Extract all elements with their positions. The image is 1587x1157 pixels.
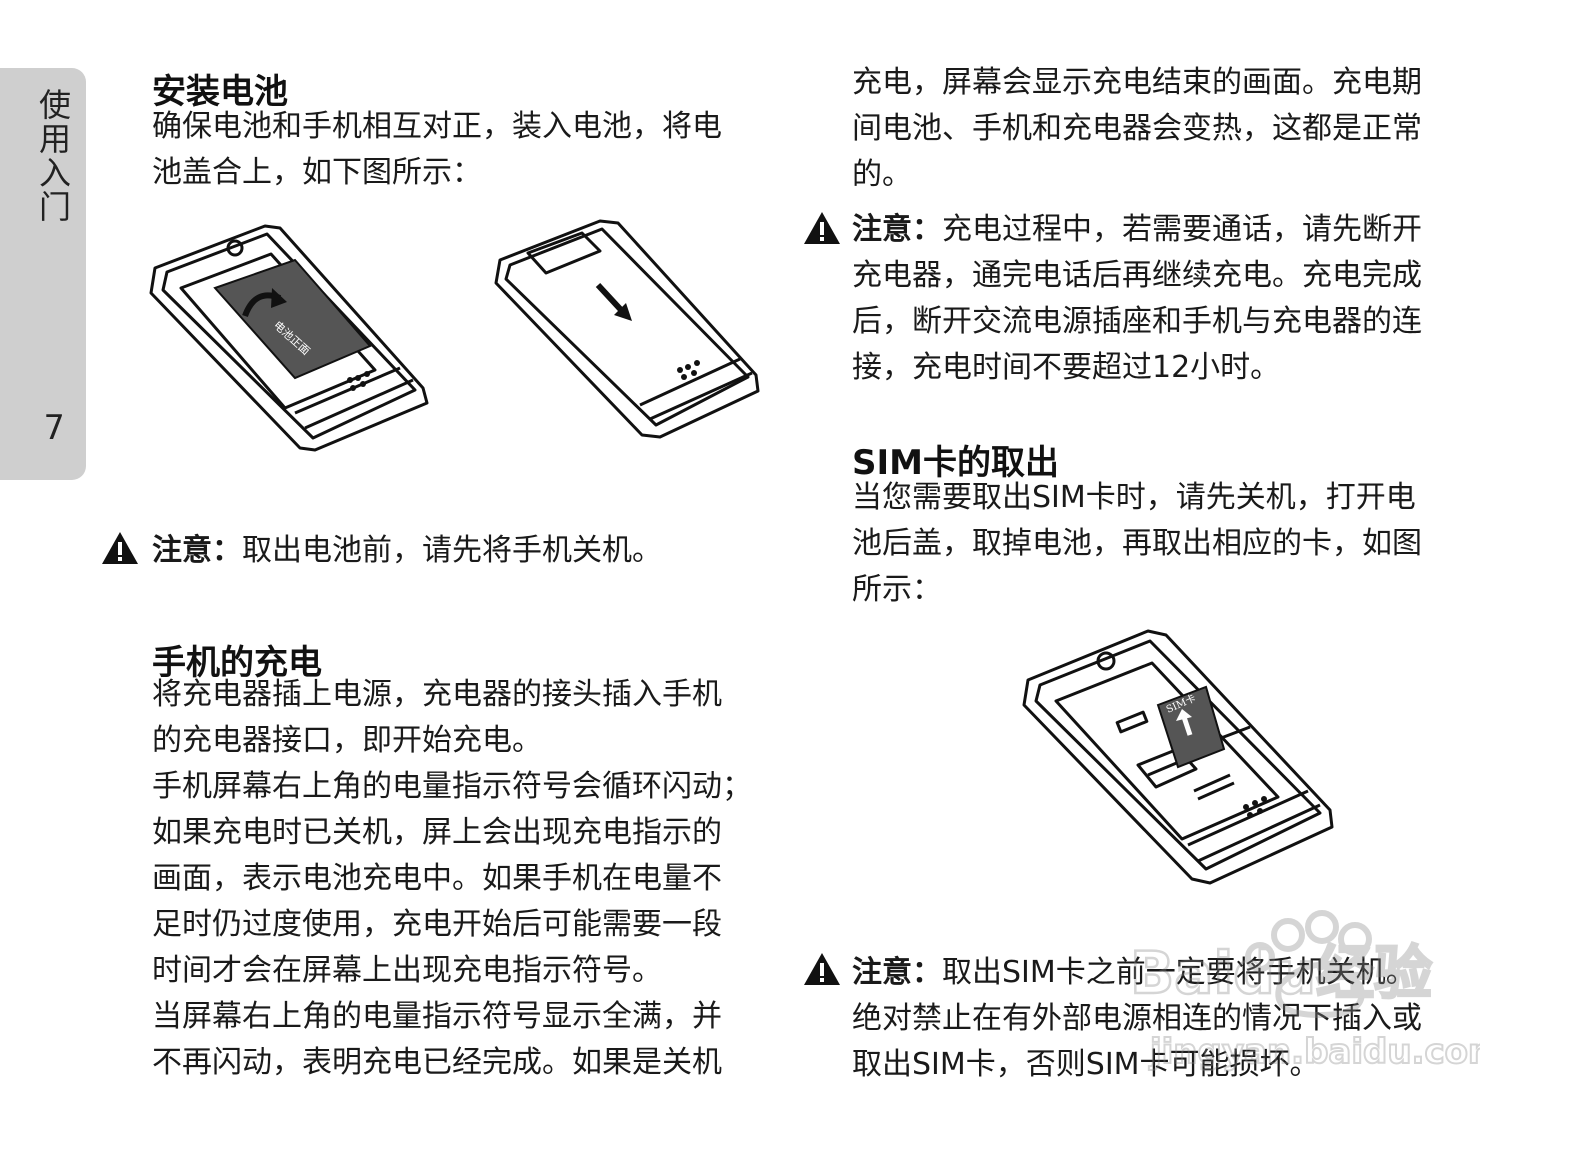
note-charging-call: 注意：充电过程中，若需要通话，请先断开 充电器，通完电话后再继续充电。充电完成 … xyxy=(852,207,1422,391)
phone-cover-close-illustration xyxy=(494,219,760,439)
chapter-title: 使用入门 xyxy=(34,88,72,224)
text-line: 当屏幕右上角的电量指示符号显示全满，并 xyxy=(152,999,722,1034)
text-line: 足时仍过度使用，充电开始后可能需要一段 xyxy=(152,907,722,942)
chapter-tab: 使用入门 7 xyxy=(0,68,86,480)
text-line: 确保电池和手机相互对正，装入电池，将电 xyxy=(152,109,722,144)
watermark-url: jingyan.baidu.com xyxy=(1148,1032,1480,1072)
text-line: 的。 xyxy=(852,157,912,192)
text-line: 如果充电时已关机，屏上会出现充电指示的 xyxy=(152,815,722,850)
text-line: 取出SIM卡，否则SIM卡可能损坏。 xyxy=(852,1047,1320,1082)
text-line: 绝对禁止在有外部电源相连的情况下插入或 xyxy=(852,1001,1422,1036)
text-line: 时间才会在屏幕上出现充电指示符号。 xyxy=(152,953,662,988)
text-line: 不再闪动，表明充电已经完成。如果是关机 xyxy=(152,1045,722,1080)
note-power-off: 注意：取出电池前，请先将手机关机。 xyxy=(152,528,662,574)
phone-battery-insert-illustration: 电池正面 xyxy=(149,224,429,452)
warning-icon xyxy=(804,212,840,244)
text-line: 所示： xyxy=(852,572,942,607)
note-sim-power-off: 注意：取出SIM卡之前一定要将手机关机。 绝对禁止在有外部电源相连的情况下插入或… xyxy=(852,950,1422,1088)
install-battery-heading: 安装电池 xyxy=(152,72,288,112)
note-label: 注意： xyxy=(152,533,242,568)
text-line: 充电，屏幕会显示充电结束的画面。充电期 xyxy=(852,65,1422,100)
text-line: 后，断开交流电源插座和手机与充电器的连 xyxy=(852,304,1422,339)
text-line: 手机屏幕右上角的电量指示符号会循环闪动； xyxy=(152,769,752,804)
sim-removal-heading: SIM卡的取出 xyxy=(852,443,1059,483)
note-text: 充电过程中，若需要通话，请先断开 xyxy=(942,212,1422,247)
watermark-brand: Baidu经验 xyxy=(1130,939,1432,1007)
install-battery-text: 确保电池和手机相互对正，装入电池，将电 池盖合上，如下图所示： xyxy=(152,104,722,196)
text-line: 间电池、手机和充电器会变热，这都是正常 xyxy=(852,111,1422,146)
charging-text-continued: 充电，屏幕会显示充电结束的画面。充电期 间电池、手机和充电器会变热，这都是正常 … xyxy=(852,60,1422,198)
note-text: 取出电池前，请先将手机关机。 xyxy=(242,533,662,568)
text-line: 将充电器插上电源，充电器的接头插入手机 xyxy=(152,677,722,712)
phone-sim-removal-illustration: SIM卡 xyxy=(1022,629,1334,885)
note-label: 注意： xyxy=(852,212,942,247)
text-line: 充电器，通完电话后再继续充电。充电完成 xyxy=(852,258,1422,293)
warning-icon xyxy=(804,953,840,985)
text-line: 画面，表示电池充电中。如果手机在电量不 xyxy=(152,861,722,896)
page-number: 7 xyxy=(44,408,65,448)
text-line: 接，充电时间不要超过12小时。 xyxy=(852,350,1281,385)
text-line: 的充电器接口，即开始充电。 xyxy=(152,723,542,758)
sim-removal-text: 当您需要取出SIM卡时，请先关机，打开电 池后盖，取掉电池，再取出相应的卡，如图… xyxy=(852,475,1422,613)
warning-icon xyxy=(102,532,138,564)
charging-text: 将充电器插上电源，充电器的接头插入手机 的充电器接口，即开始充电。 手机屏幕右上… xyxy=(152,672,752,1086)
charging-heading: 手机的充电 xyxy=(152,643,322,683)
baidu-jingyan-watermark: Baidu经验 jingyan.baidu.com xyxy=(1129,910,1480,1073)
note-label: 注意： xyxy=(852,955,942,990)
text-line: 当您需要取出SIM卡时，请先关机，打开电 xyxy=(852,480,1416,515)
text-line: 池后盖，取掉电池，再取出相应的卡，如图 xyxy=(852,526,1422,561)
text-line: 池盖合上，如下图所示： xyxy=(152,155,482,190)
note-text: 取出SIM卡之前一定要将手机关机。 xyxy=(942,955,1416,990)
